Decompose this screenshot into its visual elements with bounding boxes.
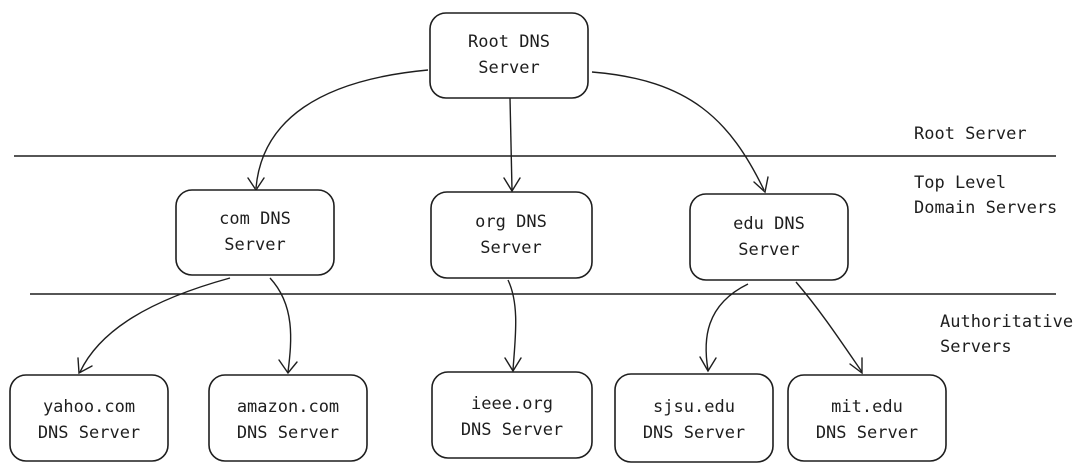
node-mit-label-line1: mit.edu [831,397,903,417]
node-org-label-line1: org DNS [475,212,547,232]
node-yahoo-dns-server[interactable]: yahoo.com DNS Server [9,374,169,462]
tier-label-root: Root Server [914,124,1027,144]
edge-com-yahoo [79,277,231,373]
arrowhead-edu [753,176,769,194]
arrowhead-ieee [504,357,522,373]
node-mit-label-line2: DNS Server [816,423,918,443]
edge-org-ieee [507,279,517,371]
tier-tld-line1: Top Level [914,173,1006,193]
node-amazon-label-line2: DNS Server [237,423,339,443]
edge-edu-sjsu [705,283,749,371]
tier-label-tld: Top Level Domain Servers [914,173,1057,218]
node-ieee-label-line1: ieee.org [471,394,553,414]
node-ieee-label-line2: DNS Server [461,420,563,440]
tier-authoritative-line1: Authoritative [940,312,1073,332]
node-amazon-label-line1: amazon.com [237,397,339,417]
tier-root-line1: Root Server [914,124,1027,144]
node-yahoo-label-line1: yahoo.com [43,397,135,417]
edge-root-edu [591,71,765,191]
edge-com-amazon [269,277,292,373]
node-edu-dns-server[interactable]: edu DNS Server [689,193,849,281]
node-org-dns-server[interactable]: org DNS Server [430,191,593,279]
arrowhead-org [503,177,521,193]
tier-tld-line2: Domain Servers [914,198,1057,218]
node-root-label-line1: Root DNS [468,32,550,52]
edge-root-org [509,97,513,191]
node-mit-dns-server[interactable]: mit.edu DNS Server [787,374,947,462]
arrowhead-amazon [278,359,298,375]
node-com-dns-server[interactable]: com DNS Server [175,189,335,276]
node-sjsu-label-line2: DNS Server [643,423,745,443]
node-org-label-line2: Server [480,238,541,258]
arrowhead-yahoo [77,357,93,375]
node-sjsu-label-line1: sjsu.edu [653,397,735,417]
tier-label-authoritative: Authoritative Servers [940,312,1073,357]
node-sjsu-dns-server[interactable]: sjsu.edu DNS Server [614,373,774,463]
edge-root-com [255,69,429,189]
arrowhead-sjsu [699,356,717,373]
edges [77,69,863,375]
node-com-label-line2: Server [224,235,285,255]
arrowhead-mit [849,357,863,375]
node-root-label-line2: Server [478,58,539,78]
node-root-dns-server[interactable]: Root DNS Server [429,12,589,99]
node-edu-label-line1: edu DNS [733,214,805,234]
node-ieee-dns-server[interactable]: ieee.org DNS Server [431,371,593,459]
node-edu-label-line2: Server [738,240,799,260]
node-amazon-dns-server[interactable]: amazon.com DNS Server [208,374,368,462]
tier-authoritative-line2: Servers [940,337,1012,357]
node-yahoo-label-line2: DNS Server [38,423,140,443]
edge-edu-mit [795,281,863,373]
node-com-label-line1: com DNS [219,209,291,229]
